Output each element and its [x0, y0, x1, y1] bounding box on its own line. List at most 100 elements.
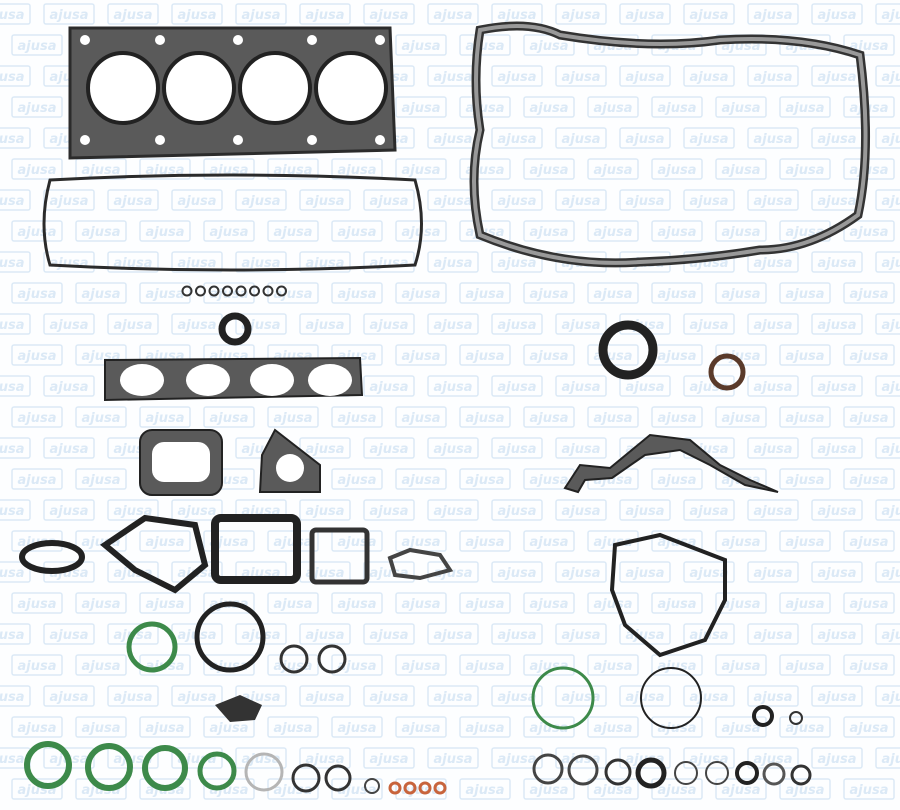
- watermark-tile: ajusa: [491, 747, 543, 769]
- svg-text:ajusa: ajusa: [818, 566, 857, 581]
- svg-text:ajusa: ajusa: [594, 783, 633, 798]
- svg-text:ajusa: ajusa: [530, 659, 569, 674]
- svg-text:ajusa: ajusa: [626, 132, 665, 147]
- svg-text:ajusa: ajusa: [594, 411, 633, 426]
- watermark-tile: ajusa: [267, 716, 319, 738]
- watermark-tile: ajusa: [843, 530, 895, 552]
- watermark-tile: ajusa: [811, 747, 863, 769]
- o-ring: [674, 761, 698, 785]
- svg-text:ajusa: ajusa: [50, 690, 89, 705]
- watermark-tile: ajusa: [491, 313, 543, 335]
- svg-text:ajusa: ajusa: [466, 287, 505, 302]
- svg-text:ajusa: ajusa: [722, 101, 761, 116]
- watermark-tile: ajusa: [875, 65, 900, 87]
- svg-text:ajusa: ajusa: [338, 473, 377, 488]
- watermark-tile: ajusa: [363, 623, 415, 645]
- svg-text:ajusa: ajusa: [882, 566, 900, 581]
- watermark-tile: ajusa: [139, 716, 191, 738]
- watermark-tile: ajusa: [203, 530, 255, 552]
- watermark-tile: ajusa: [11, 592, 63, 614]
- watermark-tile: ajusa: [459, 530, 511, 552]
- svg-text:ajusa: ajusa: [498, 318, 537, 333]
- svg-text:ajusa: ajusa: [114, 8, 153, 23]
- watermark-tile: ajusa: [875, 499, 900, 521]
- svg-text:ajusa: ajusa: [434, 504, 473, 519]
- watermark-tile: ajusa: [395, 158, 447, 180]
- watermark-tile: ajusa: [75, 592, 127, 614]
- svg-text:ajusa: ajusa: [562, 442, 601, 457]
- watermark-tile: ajusa: [779, 778, 831, 800]
- watermark-tile: ajusa: [331, 654, 383, 676]
- svg-text:ajusa: ajusa: [434, 628, 473, 643]
- svg-text:ajusa: ajusa: [82, 721, 121, 736]
- watermark-tile: ajusa: [619, 65, 671, 87]
- o-ring: [790, 764, 812, 786]
- svg-text:ajusa: ajusa: [850, 411, 889, 426]
- svg-text:ajusa: ajusa: [850, 163, 889, 178]
- svg-text:ajusa: ajusa: [370, 380, 409, 395]
- watermark-tile: ajusa: [331, 592, 383, 614]
- watermark-tile: ajusa: [0, 561, 31, 583]
- watermark-tile: ajusa: [875, 313, 900, 335]
- svg-text:ajusa: ajusa: [722, 783, 761, 798]
- svg-text:ajusa: ajusa: [146, 597, 185, 612]
- watermark-tile: ajusa: [619, 561, 671, 583]
- cylinder-bore: [162, 51, 236, 125]
- crankshaft-seal-rear: [598, 320, 658, 380]
- o-ring: [197, 751, 237, 791]
- watermark-tile: ajusa: [843, 654, 895, 676]
- svg-text:ajusa: ajusa: [818, 380, 857, 395]
- watermark-tile: ajusa: [875, 685, 900, 707]
- svg-text:ajusa: ajusa: [722, 721, 761, 736]
- svg-text:ajusa: ajusa: [0, 566, 25, 581]
- bracket-gasket: [215, 695, 262, 722]
- watermark-tile: ajusa: [651, 96, 703, 118]
- svg-text:ajusa: ajusa: [0, 380, 25, 395]
- svg-text:ajusa: ajusa: [882, 628, 900, 643]
- watermark-tile: ajusa: [0, 251, 31, 273]
- small-o-ring: [222, 285, 233, 297]
- watermark-tile: ajusa: [715, 158, 767, 180]
- svg-text:ajusa: ajusa: [562, 70, 601, 85]
- watermark-tile: ajusa: [523, 344, 575, 366]
- watermark-tile: ajusa: [651, 592, 703, 614]
- svg-text:ajusa: ajusa: [562, 380, 601, 395]
- svg-text:ajusa: ajusa: [882, 194, 900, 209]
- svg-text:ajusa: ajusa: [882, 132, 900, 147]
- svg-text:ajusa: ajusa: [0, 628, 25, 643]
- watermark-tile: ajusa: [555, 623, 607, 645]
- svg-text:ajusa: ajusa: [754, 566, 793, 581]
- o-ring: [24, 741, 72, 789]
- svg-text:ajusa: ajusa: [18, 287, 57, 302]
- svg-text:ajusa: ajusa: [594, 535, 633, 550]
- watermark-tile: ajusa: [683, 313, 735, 335]
- watermark-tile: ajusa: [587, 96, 639, 118]
- watermark-tile: ajusa: [651, 468, 703, 490]
- watermark-tile: ajusa: [43, 189, 95, 211]
- watermark-tile: ajusa: [235, 189, 287, 211]
- watermark-tile: ajusa: [171, 499, 223, 521]
- o-ring: [142, 745, 188, 791]
- watermark-tile: ajusa: [651, 282, 703, 304]
- svg-text:ajusa: ajusa: [146, 287, 185, 302]
- svg-text:ajusa: ajusa: [274, 225, 313, 240]
- watermark-tile: ajusa: [491, 65, 543, 87]
- svg-text:ajusa: ajusa: [306, 628, 345, 643]
- bolt-hole: [80, 135, 90, 145]
- watermark-tile: ajusa: [459, 282, 511, 304]
- svg-text:ajusa: ajusa: [850, 349, 889, 364]
- watermark-tile: ajusa: [555, 127, 607, 149]
- svg-text:ajusa: ajusa: [690, 132, 729, 147]
- watermark-tile: ajusa: [299, 189, 351, 211]
- svg-text:ajusa: ajusa: [0, 70, 25, 85]
- watermark-tile: ajusa: [587, 158, 639, 180]
- watermark-tile: ajusa: [811, 685, 863, 707]
- svg-text:ajusa: ajusa: [754, 504, 793, 519]
- svg-text:ajusa: ajusa: [306, 752, 345, 767]
- svg-text:ajusa: ajusa: [146, 721, 185, 736]
- bolt-hole: [375, 35, 385, 45]
- watermark-tile: ajusa: [683, 65, 735, 87]
- svg-text:ajusa: ajusa: [882, 380, 900, 395]
- svg-text:ajusa: ajusa: [370, 690, 409, 705]
- svg-text:ajusa: ajusa: [850, 535, 889, 550]
